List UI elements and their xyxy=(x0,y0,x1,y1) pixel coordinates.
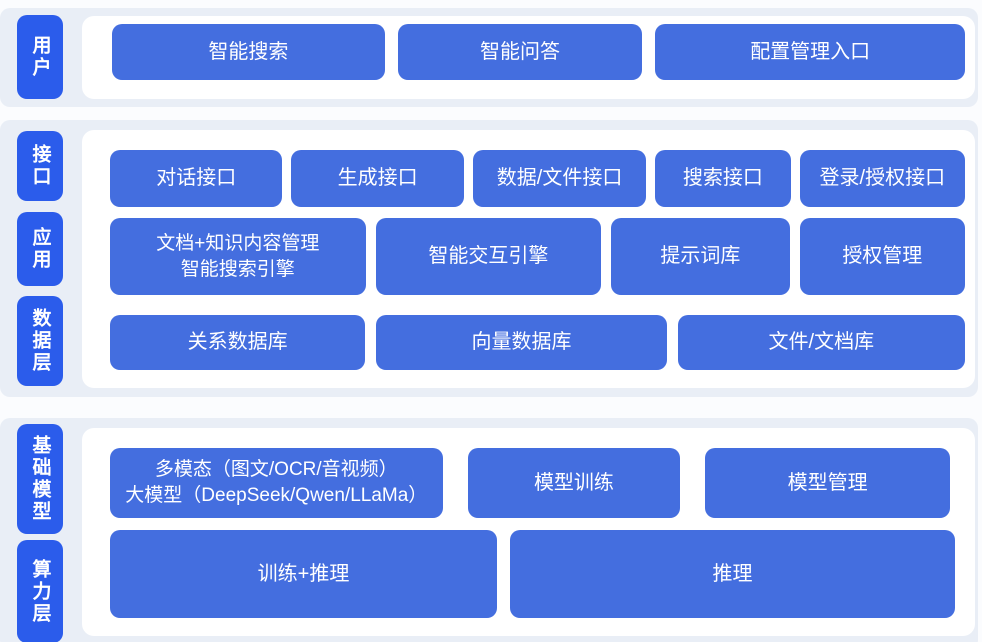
node-data-file-api: 数据/文件接口 xyxy=(472,150,647,207)
interface-row: 对话接口 生成接口 数据/文件接口 搜索接口 登录/授权接口 xyxy=(110,150,965,207)
layer-label-compute: 算力层 xyxy=(17,540,63,642)
node-model-management: 模型管理 xyxy=(705,448,950,518)
layer-label-application: 应用 xyxy=(17,212,63,286)
node-smart-qa: 智能问答 xyxy=(397,24,643,80)
application-row: 文档+知识内容管理 智能搜索引擎 智能交互引擎 提示词库 授权管理 xyxy=(110,218,966,295)
node-smart-interaction-engine: 智能交互引擎 xyxy=(375,218,602,295)
interface-app-data-panel: 接口 应用 数据层 对话接口 生成接口 数据/文件接口 搜索接口 登录/授权接口… xyxy=(0,120,978,397)
node-training-inference: 训练+推理 xyxy=(110,530,497,618)
node-smart-search: 智能搜索 xyxy=(112,24,385,80)
node-login-auth-api: 登录/授权接口 xyxy=(799,150,965,207)
node-file-doc-store: 文件/文档库 xyxy=(677,315,965,370)
node-search-api: 搜索接口 xyxy=(655,150,791,207)
user-layer-row: 智能搜索 智能问答 配置管理入口 xyxy=(112,24,965,80)
layer-label-user: 用户 xyxy=(17,15,63,99)
node-prompt-library: 提示词库 xyxy=(611,218,790,295)
compute-row: 训练+推理 推理 xyxy=(110,530,955,618)
node-dialog-api: 对话接口 xyxy=(110,150,283,207)
node-auth-management: 授权管理 xyxy=(799,218,966,295)
layer-label-data: 数据层 xyxy=(17,296,63,386)
node-config-admin-entry: 配置管理入口 xyxy=(655,24,965,80)
node-model-training: 模型训练 xyxy=(467,448,681,518)
foundation-compute-card: 多模态（图文/OCR/音视频） 大模型（DeepSeek/Qwen/LLaMa）… xyxy=(82,428,975,636)
layer-label-interface: 接口 xyxy=(17,131,63,201)
foundation-compute-panel: 基础模型 算力层 多模态（图文/OCR/音视频） 大模型（DeepSeek/Qw… xyxy=(0,418,978,642)
node-generation-api: 生成接口 xyxy=(291,150,464,207)
foundation-model-row: 多模态（图文/OCR/音视频） 大模型（DeepSeek/Qwen/LLaMa）… xyxy=(110,448,950,518)
data-row: 关系数据库 向量数据库 文件/文档库 xyxy=(110,315,965,370)
user-layer-panel: 用户 智能搜索 智能问答 配置管理入口 xyxy=(0,8,978,107)
node-doc-knowledge-search-engine: 文档+知识内容管理 智能搜索引擎 xyxy=(110,218,366,295)
node-relational-db: 关系数据库 xyxy=(110,315,366,370)
interface-app-data-card: 对话接口 生成接口 数据/文件接口 搜索接口 登录/授权接口 文档+知识内容管理… xyxy=(82,130,975,388)
node-vector-db: 向量数据库 xyxy=(376,315,667,370)
node-inference: 推理 xyxy=(510,530,955,618)
layer-label-foundation-model: 基础模型 xyxy=(17,424,63,534)
user-layer-card: 智能搜索 智能问答 配置管理入口 xyxy=(82,16,975,99)
node-multimodal-llm: 多模态（图文/OCR/音视频） 大模型（DeepSeek/Qwen/LLaMa） xyxy=(110,448,443,518)
